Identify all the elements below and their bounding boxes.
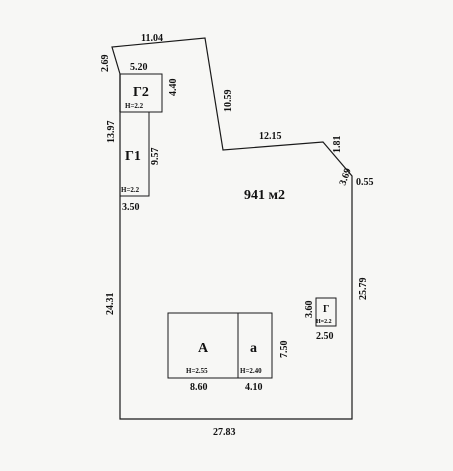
g-height: H=2.2	[316, 319, 332, 325]
g-name: Г	[323, 304, 329, 315]
g2-width: 5.20	[130, 62, 148, 73]
g1-name: Г1	[125, 149, 141, 164]
dim-top: 11.04	[141, 33, 163, 44]
g2-depth: 4.40	[168, 79, 179, 97]
dim-top-right-diag: 10.59	[223, 90, 234, 113]
dim-right: 25.79	[358, 278, 369, 301]
g1-depth: 9.57	[150, 148, 161, 166]
a-small-width: 4.10	[245, 382, 263, 393]
dim-mid-step: 12.15	[259, 131, 282, 142]
plot-boundary	[111, 37, 353, 420]
dim-right-short-c: 0.55	[356, 177, 374, 188]
building-g	[315, 297, 337, 327]
g2-height: H=2.2	[125, 102, 144, 110]
building-g1	[119, 111, 150, 197]
a-small-depth: 7.50	[279, 341, 290, 359]
dim-left-lower: 24.31	[105, 293, 116, 316]
a-width: 8.60	[190, 382, 208, 393]
g2-name: Г2	[133, 85, 149, 100]
a-small-name: а	[250, 341, 257, 356]
g-width: 2.50	[316, 331, 334, 342]
a-height: H=2.55	[186, 367, 208, 375]
a-name: А	[198, 341, 209, 356]
dim-bottom: 27.83	[213, 427, 236, 438]
building-a-small	[237, 312, 273, 379]
dim-top-left: 2.69	[100, 55, 111, 73]
a-small-height: H=2.40	[240, 367, 262, 375]
plot-area-label: 941 м2	[244, 188, 285, 203]
g1-width: 3.50	[122, 202, 140, 213]
g1-height: H=2.2	[121, 186, 140, 194]
dim-left-upper: 13.97	[106, 121, 117, 144]
dim-right-short-a: 1.81	[332, 136, 343, 154]
dim-right-short-b: 3.69	[337, 167, 353, 187]
g-depth: 3.60	[304, 301, 315, 319]
